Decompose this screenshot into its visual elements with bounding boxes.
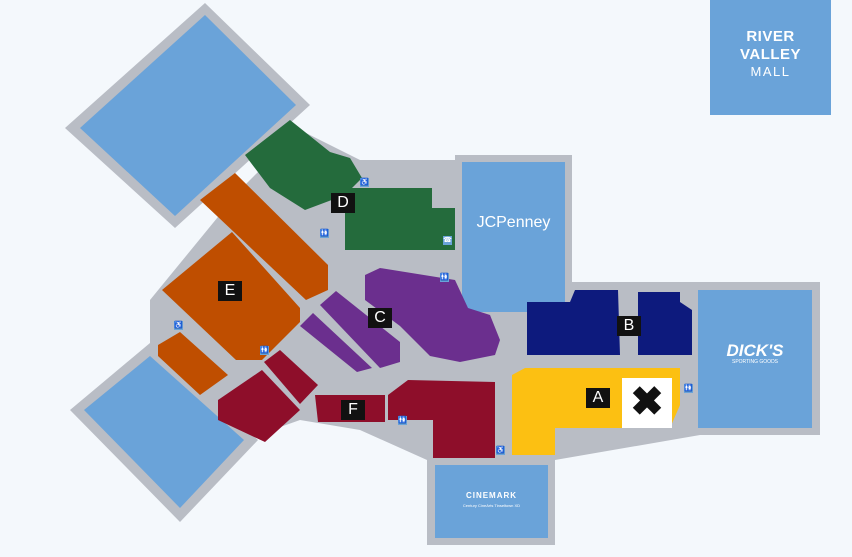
accessible-icon: ♿	[174, 321, 183, 330]
location-marker-x-icon[interactable]: ✖	[622, 378, 672, 428]
zone-c-store[interactable]	[300, 313, 372, 372]
accessible-icon: ♿	[360, 178, 369, 187]
zone-f-label: F	[341, 400, 365, 420]
zone-f-store[interactable]	[218, 370, 300, 442]
zone-b-store[interactable]	[638, 292, 692, 355]
phone-icon: ☎	[443, 236, 452, 245]
logo-line1: RIVER	[746, 28, 795, 45]
zone-e-store[interactable]	[200, 173, 328, 300]
cinemark-label: CINEMARK	[465, 491, 518, 500]
zone-e-store[interactable]	[158, 332, 228, 395]
zone-d-store[interactable]	[345, 188, 455, 250]
jcpenney-store-inner	[462, 162, 565, 312]
zone-d-store[interactable]	[245, 120, 362, 210]
zone-f-store[interactable]	[264, 350, 318, 404]
zone-c-label: C	[368, 308, 392, 328]
dicks-store-inner	[698, 290, 812, 428]
anchor-store-southwest-inner	[84, 356, 244, 508]
zone-a-label: A	[586, 388, 610, 408]
zone-e-label: E	[218, 281, 242, 301]
mall-logo: RIVER VALLEY MALL	[710, 0, 831, 115]
zone-c-store[interactable]	[365, 268, 500, 362]
zone-c-store[interactable]	[320, 291, 400, 368]
restroom-icon: 🚻	[440, 273, 449, 282]
zone-b-store[interactable]	[527, 290, 620, 355]
dicks-label: DICK'S	[726, 341, 784, 360]
accessible-icon: ♿	[496, 446, 505, 455]
cinemark-store-inner	[435, 465, 548, 538]
anchor-store-northwest-inner	[80, 15, 296, 216]
cinemark-sublabel: Century CineArts Tinseltown XD	[462, 503, 521, 508]
zone-d-label: D	[331, 193, 355, 213]
jcpenney-label: JCPenney	[476, 214, 551, 231]
dicks-sublabel: SPORTING GOODS	[731, 359, 779, 365]
restroom-icon: 🚻	[684, 384, 693, 393]
logo-line2: VALLEY	[739, 46, 802, 63]
restroom-icon: 🚻	[398, 416, 407, 425]
zone-b-label: B	[617, 316, 641, 336]
logo-line3: MALL	[750, 64, 791, 79]
restroom-icon: 🚻	[320, 229, 329, 238]
zone-f-store[interactable]	[388, 380, 495, 458]
restroom-icon: 🚻	[260, 346, 269, 355]
